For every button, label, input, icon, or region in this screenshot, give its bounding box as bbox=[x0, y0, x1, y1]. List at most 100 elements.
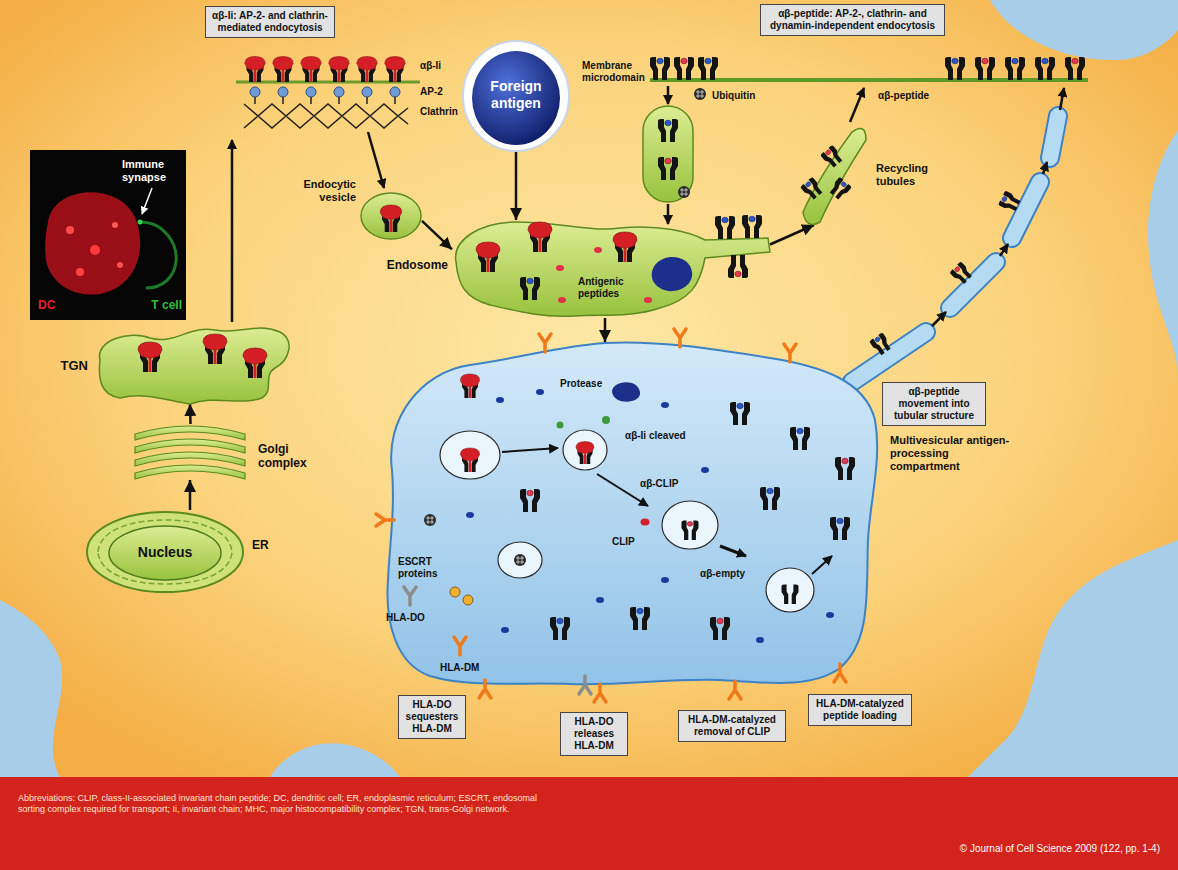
illustration-part bbox=[715, 216, 735, 239]
callout-box: HLA-DM-catalyzed peptide loading bbox=[808, 694, 912, 726]
box-text: αβ-Ii: AP-2- and clathrin-mediated endoc… bbox=[210, 10, 330, 34]
illustration-part bbox=[932, 312, 946, 326]
illustration-part bbox=[368, 132, 384, 188]
illustration-part bbox=[682, 520, 699, 540]
organelle-label: ER bbox=[252, 538, 269, 552]
trans-golgi-network: TGN bbox=[92, 322, 292, 404]
illustration-part bbox=[826, 612, 834, 618]
illustration-part bbox=[142, 188, 152, 214]
illustration-part bbox=[835, 457, 855, 480]
illustration-part bbox=[644, 297, 652, 303]
nucleus: Nucleus bbox=[85, 510, 245, 595]
illustration-part bbox=[362, 87, 372, 97]
flow-arrow bbox=[189, 480, 192, 510]
illustration-part bbox=[243, 348, 267, 378]
illustration-part bbox=[380, 205, 402, 232]
flow-arrow bbox=[770, 225, 814, 245]
copyright-note: © Journal of Cell Science 2009 (122, pp.… bbox=[840, 843, 1160, 855]
cell-body bbox=[0, 0, 1178, 777]
callout-box: αβ-Ii: AP-2- and clathrin-mediated endoc… bbox=[205, 6, 335, 38]
molecule-label: CLIP bbox=[612, 536, 635, 548]
illustration-part bbox=[140, 222, 176, 288]
illustration-part bbox=[742, 215, 762, 238]
illustration-part bbox=[472, 51, 560, 145]
illustration-part bbox=[1000, 244, 1008, 256]
illustration-part bbox=[674, 329, 686, 347]
illustration-part bbox=[550, 617, 570, 640]
illustration-part bbox=[528, 222, 552, 252]
illustration-part bbox=[658, 119, 678, 142]
illustration-part bbox=[385, 57, 405, 83]
callout-box: HLA-DO releases HLA-DM bbox=[560, 712, 628, 756]
illustration-part bbox=[87, 512, 243, 592]
illustration-part bbox=[678, 186, 690, 198]
illustration-part bbox=[949, 261, 973, 285]
illustration-part bbox=[945, 57, 965, 80]
illustration-part bbox=[245, 57, 265, 83]
illustration-part bbox=[539, 334, 551, 352]
box-text: αβ-peptide: AP-2-, clathrin- and dynamin… bbox=[765, 8, 940, 32]
molecule-label: Ubiquitin bbox=[712, 90, 755, 102]
flow-arrow bbox=[422, 221, 452, 250]
illustration-part bbox=[576, 442, 594, 465]
illustration-part bbox=[117, 262, 123, 268]
plasma-membrane-microdomain bbox=[643, 57, 1088, 202]
callout-box: HLA-DM-catalyzed removal of CLIP bbox=[678, 710, 786, 742]
illustration-part bbox=[90, 245, 100, 255]
footer-band: Abbreviations: CLIP, class-II-associated… bbox=[0, 777, 1178, 870]
molecule-label: AP-2 bbox=[420, 86, 443, 98]
illustration-part bbox=[730, 402, 750, 425]
illustration-part bbox=[729, 681, 741, 699]
illustration-part bbox=[135, 465, 245, 479]
callout-box: αβ-peptide: AP-2-, clathrin- and dynamin… bbox=[760, 4, 945, 36]
illustration-part bbox=[135, 439, 245, 453]
illustration-part bbox=[594, 247, 602, 253]
illustration-part bbox=[803, 128, 866, 224]
illustration-part bbox=[630, 607, 650, 630]
illustration-part bbox=[424, 514, 436, 526]
illustration-part bbox=[756, 637, 764, 643]
molecule-label: HLA-DM bbox=[440, 662, 479, 674]
illustration-part bbox=[650, 78, 1088, 82]
illustration-part bbox=[203, 334, 227, 364]
trans-golgi-network-outline bbox=[92, 322, 292, 404]
illustration-part bbox=[460, 448, 479, 472]
illustration-part bbox=[520, 489, 540, 512]
illustration-part bbox=[975, 57, 995, 80]
illustration-part bbox=[361, 193, 421, 239]
illustration-part bbox=[850, 88, 864, 122]
illustration-part bbox=[278, 87, 288, 97]
illustration-part bbox=[231, 140, 234, 322]
illustration-part bbox=[694, 88, 706, 100]
cell-label: DC bbox=[38, 298, 68, 312]
illustration-part bbox=[98, 520, 232, 584]
micrograph-label: Immune synapse bbox=[122, 158, 182, 184]
recycling-tubule-outline bbox=[800, 125, 870, 225]
molecule-label: Antigenic peptides bbox=[578, 276, 640, 300]
illustration-part bbox=[998, 191, 1022, 214]
organelle-label: Nucleus bbox=[115, 544, 215, 561]
illustration-part bbox=[674, 57, 694, 80]
illustration-part bbox=[790, 427, 810, 450]
molecule-label: αβ-peptide bbox=[878, 90, 929, 102]
illustration-part bbox=[720, 546, 746, 556]
illustration-part bbox=[250, 87, 260, 97]
illustration-part bbox=[138, 220, 143, 225]
illustration-part bbox=[498, 542, 542, 578]
illustration-part bbox=[329, 57, 349, 83]
box-text: HLA-DO releases HLA-DM bbox=[565, 716, 623, 752]
illustration-part bbox=[514, 554, 526, 566]
endosome-outline bbox=[452, 220, 770, 318]
illustration-part bbox=[728, 255, 748, 278]
illustration-part bbox=[463, 595, 473, 605]
illustration-part bbox=[496, 397, 504, 403]
illustration-part bbox=[301, 57, 321, 83]
illustration-part bbox=[112, 222, 118, 228]
illustration-part bbox=[466, 512, 474, 518]
illustration-part bbox=[594, 684, 606, 702]
callout-box: HLA-DO sequesters HLA-DM bbox=[398, 695, 466, 739]
illustration-part bbox=[376, 514, 394, 526]
illustration-part bbox=[109, 526, 221, 580]
